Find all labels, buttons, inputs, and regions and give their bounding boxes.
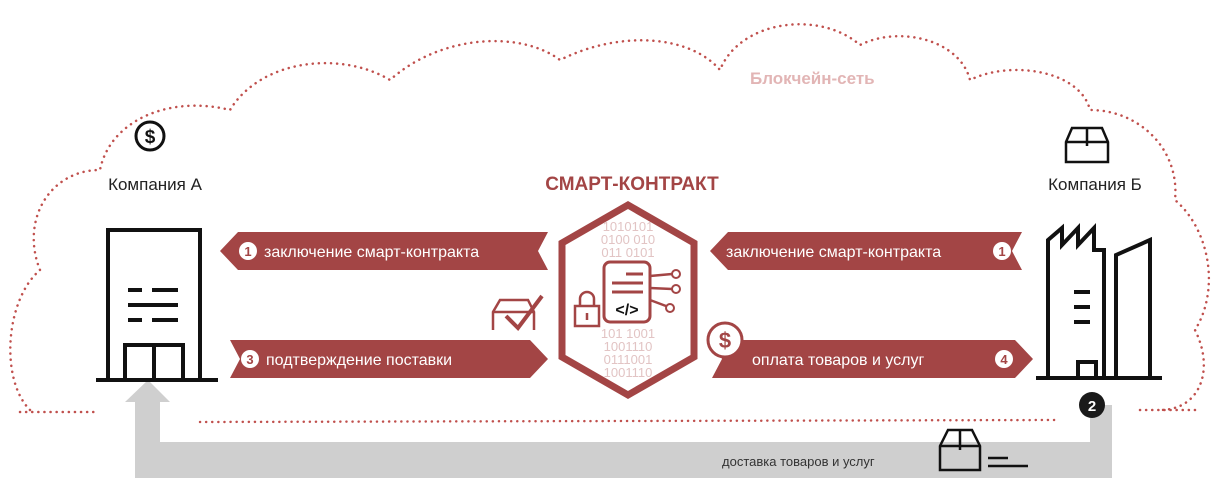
code-icon: </> xyxy=(615,302,638,319)
svg-text:4: 4 xyxy=(1000,352,1008,367)
step-3-arrow: 3 подтверждение поставки xyxy=(230,340,548,378)
step-1-left-arrow: 1 заключение смарт-контракта xyxy=(220,232,548,270)
dollar-coin-icon: $ xyxy=(134,120,166,152)
network-label: Блокчейн-сеть xyxy=(750,69,875,88)
svg-text:оплата товаров и услуг: оплата товаров и услуг xyxy=(752,352,924,369)
step-4-arrow: оплата товаров и услуг 4 xyxy=(712,340,1033,378)
svg-text:1010101: 1010101 xyxy=(603,219,654,234)
delivery-box-icon xyxy=(938,428,1028,472)
blockchain-cloud-outline xyxy=(9,23,1211,412)
step-1-right-arrow: заключение смарт-контракта 1 xyxy=(710,232,1022,270)
cloud-bottom-dots xyxy=(198,418,1062,424)
payment-dollar-icon: $ xyxy=(706,321,744,359)
svg-text:011 0101: 011 0101 xyxy=(601,245,654,260)
company-a-name: Компания А xyxy=(108,175,203,194)
svg-text:1001110: 1001110 xyxy=(604,365,653,380)
lock-icon xyxy=(573,290,601,328)
contract-title: СМАРТ-КОНТРАКТ xyxy=(545,174,719,195)
svg-text:заключение смарт-контракта: заключение смарт-контракта xyxy=(726,244,941,261)
svg-text:1: 1 xyxy=(244,244,251,259)
smart-contract-hexagon: </> 1010101 0100 010 011 0101 101 1001 1… xyxy=(558,200,698,400)
svg-text:заключение смарт-контракта: заключение смарт-контракта xyxy=(264,244,479,261)
step-2-badge: 2 xyxy=(1079,392,1105,418)
svg-text:101 1001: 101 1001 xyxy=(601,326,655,341)
delivery-path xyxy=(135,402,1112,478)
svg-text:2: 2 xyxy=(1088,398,1096,415)
company-b-name: Компания Б xyxy=(1048,175,1142,194)
svg-text:0100 010: 0100 010 xyxy=(601,232,655,247)
factory-icon xyxy=(1036,222,1162,380)
office-building-icon xyxy=(96,228,218,382)
svg-text:$: $ xyxy=(719,328,731,353)
box-icon xyxy=(1064,126,1110,164)
document-icon: </> xyxy=(602,260,681,324)
svg-text:подтверждение поставки: подтверждение поставки xyxy=(266,352,452,369)
svg-text:0111001: 0111001 xyxy=(604,352,653,367)
svg-text:3: 3 xyxy=(246,352,253,367)
delivery-arrow-head xyxy=(125,380,170,402)
delivery-confirmed-box-icon xyxy=(491,294,544,332)
svg-text:$: $ xyxy=(145,127,156,148)
delivery-label: доставка товаров и услуг xyxy=(722,454,875,469)
binary-background: 1010101 0100 010 011 0101 101 1001 10011… xyxy=(601,219,655,380)
svg-text:1: 1 xyxy=(998,244,1005,259)
svg-text:1001110: 1001110 xyxy=(604,339,653,354)
